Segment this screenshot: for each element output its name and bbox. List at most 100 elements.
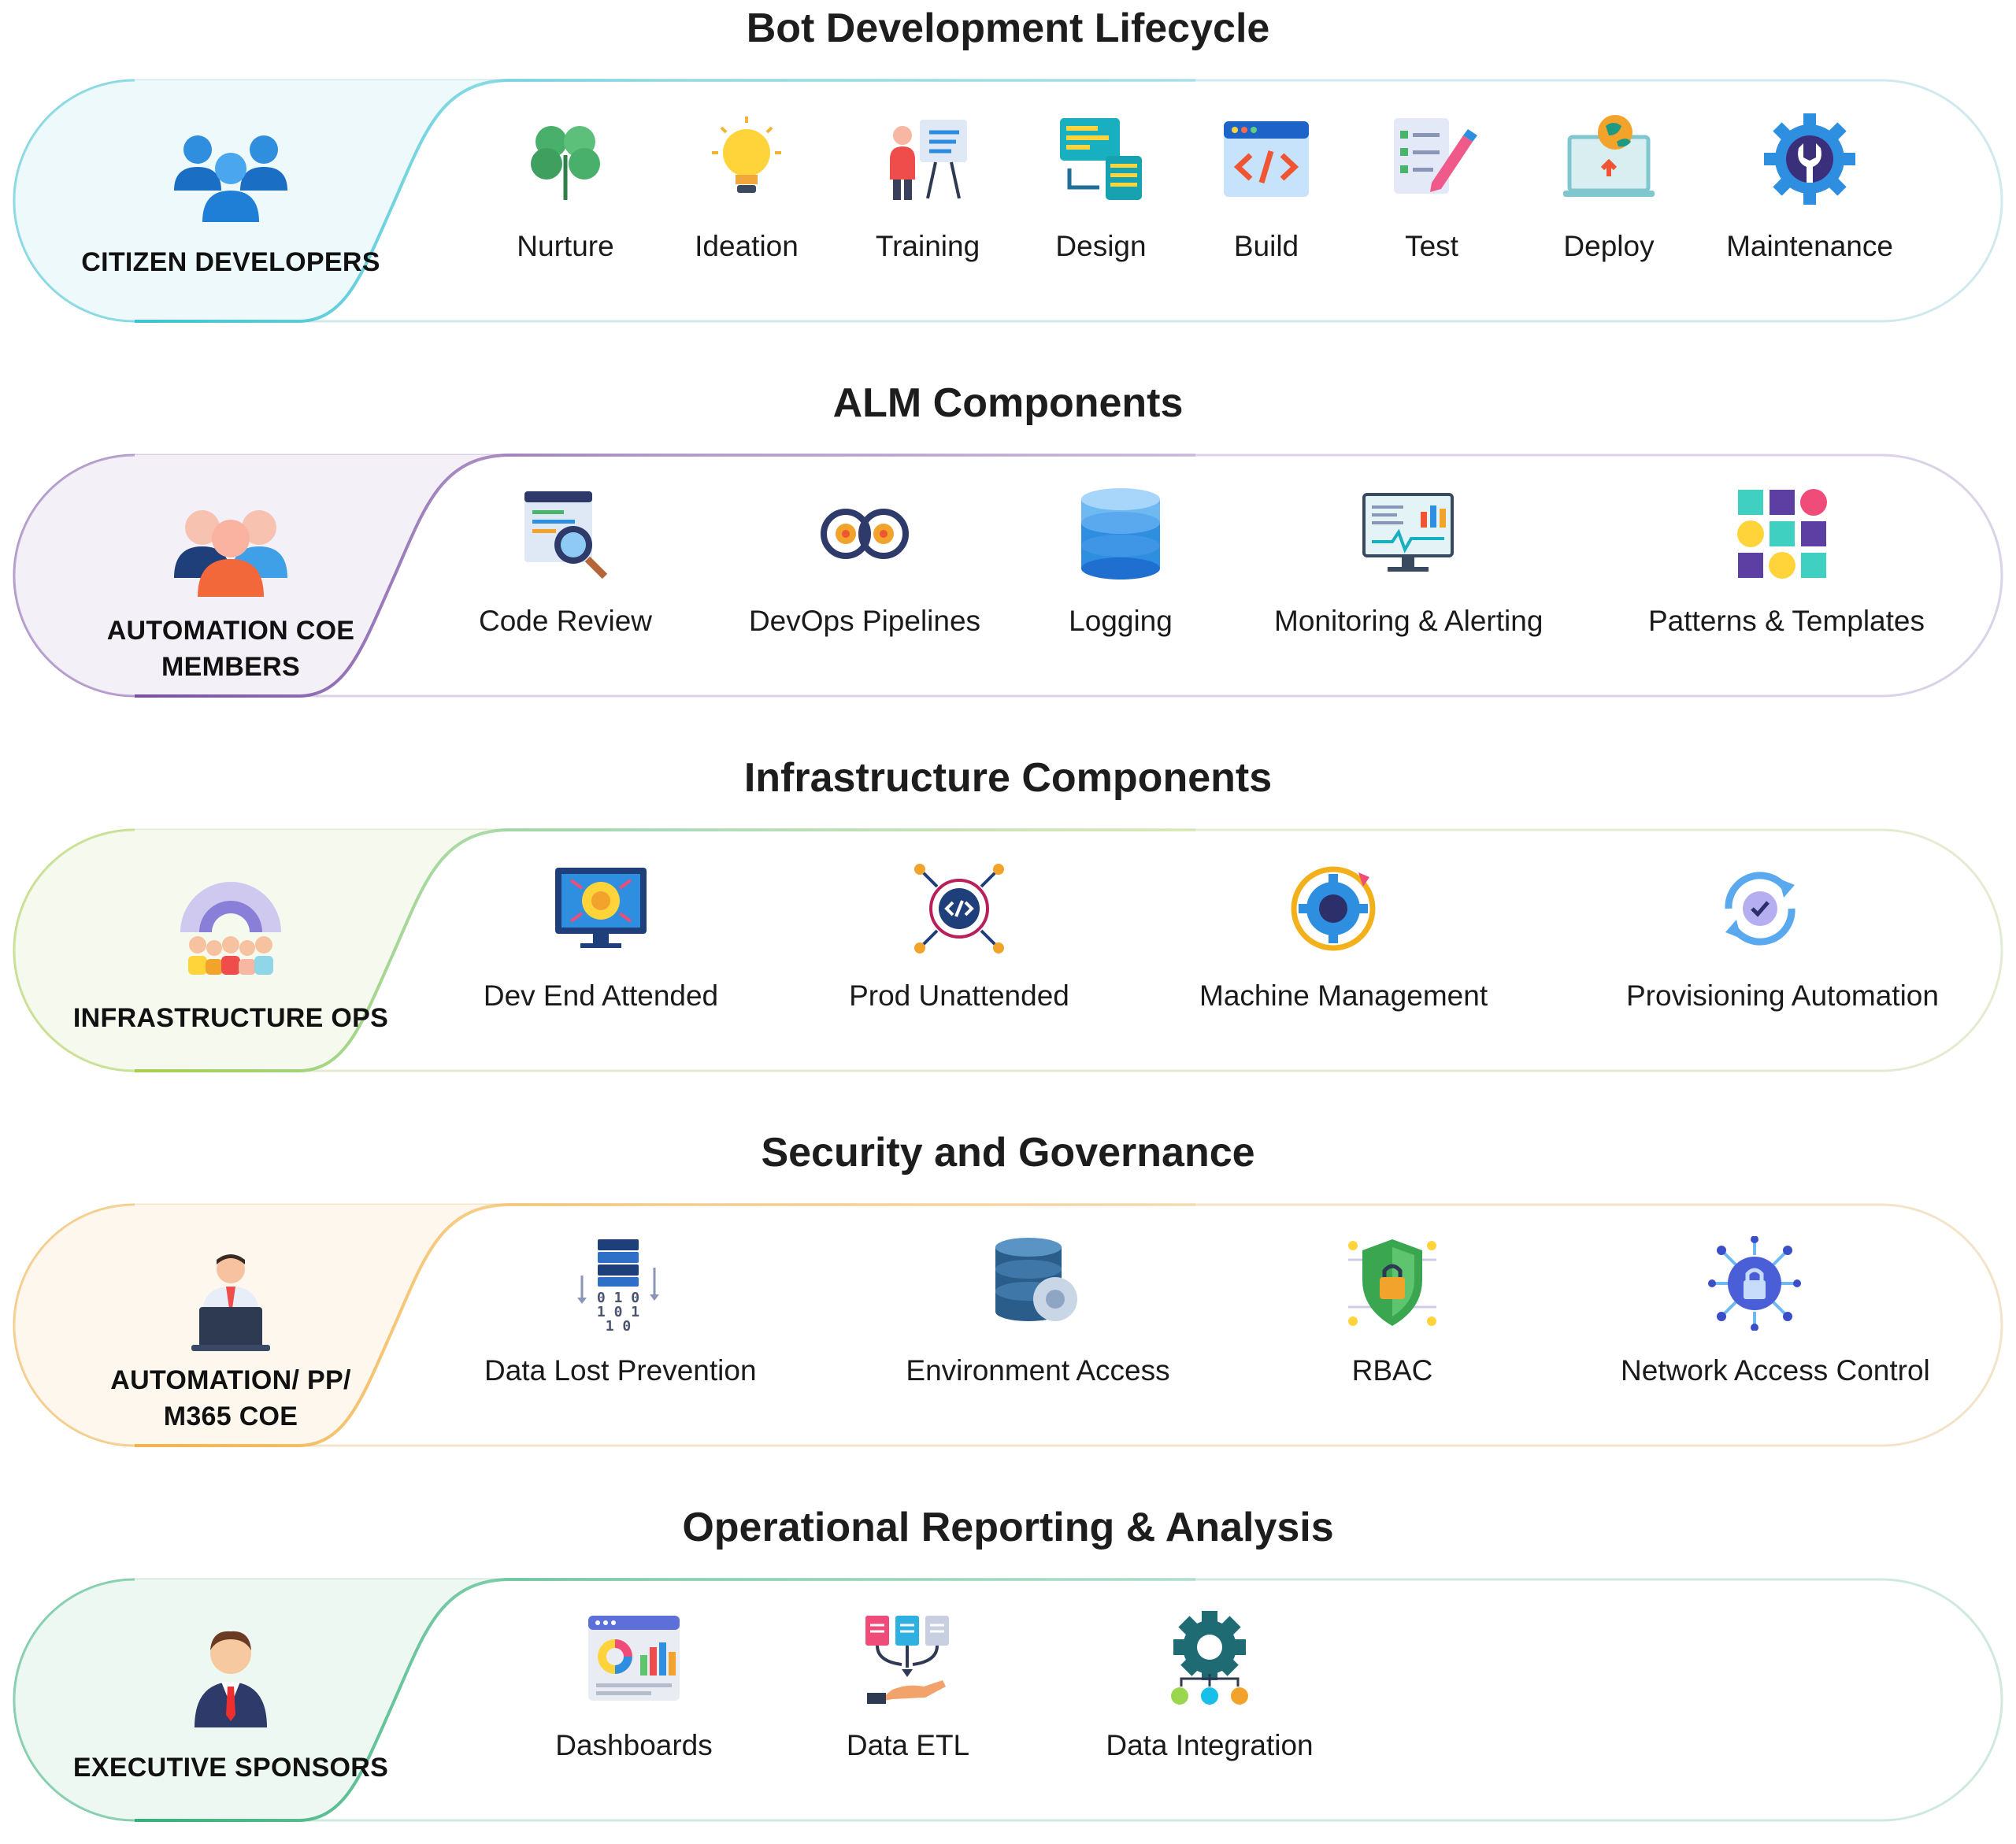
item-data-integration: Data Integration	[1076, 1611, 1343, 1800]
section-title: Operational Reporting & Analysis	[682, 1505, 1334, 1550]
item-label: Monitoring & Alerting	[1274, 605, 1544, 637]
laptop-globe-icon	[1563, 115, 1655, 197]
tile-grid-icon	[1737, 489, 1827, 579]
item-label: Ideation	[695, 230, 799, 262]
role-label: EXECUTIVE SPONSORS	[72, 1753, 389, 1783]
role-label: INFRASTRUCTURE OPS	[72, 1003, 389, 1033]
role-automation-pp-m365-coe: AUTOMATION/ PP/ M365 COE	[30, 1205, 432, 1446]
item-label: Provisioning Automation	[1626, 979, 1939, 1012]
role-infrastructure-ops: INFRASTRUCTURE OPS	[30, 830, 432, 1071]
person-laptop-icon	[191, 1254, 270, 1351]
item-dev-end-attended: Dev End Attended	[467, 861, 735, 1050]
item-label: Code Review	[478, 605, 653, 637]
code-magnifier-icon	[524, 491, 608, 579]
role-label: AUTOMATION COE MEMBERS	[106, 616, 355, 682]
item-label: Maintenance	[1726, 230, 1893, 262]
dashboard-icon	[588, 1616, 680, 1701]
item-test: Test	[1298, 112, 1566, 301]
item-logging: Logging	[987, 487, 1254, 676]
clover-icon	[531, 126, 600, 200]
item-design: Design	[967, 112, 1235, 301]
item-ideation: Ideation	[613, 112, 880, 301]
section-band: INFRASTRUCTURE OPS Dev End Attended Prod	[13, 828, 2003, 1072]
presentation-icon	[890, 120, 967, 200]
item-label: DevOps Pipelines	[748, 605, 981, 637]
role-label: AUTOMATION/ PP/ M365 COE	[110, 1365, 351, 1431]
role-automation-coe-members: AUTOMATION COE MEMBERS	[30, 455, 432, 696]
item-label: Deploy	[1563, 230, 1655, 262]
item-label: Data ETL	[846, 1729, 970, 1761]
item-label: Design	[1055, 230, 1147, 262]
item-deploy: Deploy	[1475, 112, 1743, 301]
item-label: Test	[1405, 230, 1458, 262]
role-citizen-developers: CITIZEN DEVELOPERS	[30, 80, 432, 321]
item-dashboards: Dashboards	[500, 1611, 768, 1800]
section-band: EXECUTIVE SPONSORS Dashboards	[13, 1578, 2003, 1822]
item-data-lost-prevention: 0 1 0 1 0 1 1 0 Data Lost Prevention	[484, 1236, 757, 1425]
section-title: Infrastructure Components	[743, 755, 1273, 801]
monitor-target-icon	[555, 868, 647, 948]
item-machine-management: Machine Management	[1199, 861, 1488, 1050]
role-label: CITIZEN DEVELOPERS	[81, 247, 380, 277]
section-band: AUTOMATION COE MEMBERS Code Review DevOp…	[13, 454, 2003, 698]
item-label: Dev End Attended	[483, 979, 719, 1012]
band-frame	[13, 1578, 2003, 1822]
svg-text:1 0 1: 1 0 1	[597, 1304, 639, 1320]
monitor-chart-icon	[1362, 493, 1454, 572]
item-label: Machine Management	[1199, 979, 1488, 1012]
item-label: Nurture	[517, 230, 614, 262]
team-members-icon	[174, 510, 287, 597]
section-alm-components: ALM Components AUTOMATION COE MEMBERS	[0, 380, 2016, 710]
section-title: Security and Governance	[761, 1130, 1255, 1176]
item-label: Network Access Control	[1621, 1354, 1930, 1387]
svg-text:0 1 0: 0 1 0	[597, 1290, 639, 1306]
item-label: Logging	[1069, 605, 1173, 637]
item-environment-access: Environment Access	[904, 1236, 1172, 1425]
item-label: Patterns & Templates	[1648, 605, 1925, 637]
documents-funnel-icon	[865, 1616, 949, 1704]
band-frame	[13, 79, 2003, 323]
section-title: Bot Development Lifecycle	[746, 6, 1270, 51]
item-label: Prod Unattended	[849, 979, 1069, 1012]
item-build: Build	[1132, 112, 1400, 301]
item-label: Data Lost Prevention	[484, 1354, 757, 1387]
item-devops-pipelines: DevOps Pipelines	[731, 487, 999, 676]
database-icon	[1081, 488, 1160, 579]
item-label: Data Integration	[1106, 1729, 1314, 1761]
executive-person-icon	[195, 1631, 267, 1727]
section-band: AUTOMATION/ PP/ M365 COE 0 1 0 1 0 1 1 0…	[13, 1203, 2003, 1447]
section-infrastructure-components: Infrastructure Components	[0, 754, 2016, 1085]
section-bot-development-lifecycle: Bot Development Lifecycle CITIZEN DEVELO…	[0, 5, 2016, 335]
lightbulb-icon	[712, 117, 781, 193]
item-label: Build	[1233, 230, 1299, 262]
item-monitoring-alerting: Monitoring & Alerting	[1274, 487, 1544, 676]
refresh-gear-icon	[1725, 872, 1796, 946]
role-executive-sponsors: EXECUTIVE SPONSORS	[30, 1579, 432, 1820]
code-network-icon	[914, 864, 1004, 953]
checklist-pencil-icon	[1394, 118, 1477, 194]
database-gear-icon	[995, 1238, 1077, 1321]
item-data-etl: Data ETL	[774, 1611, 1042, 1800]
section-operational-reporting: Operational Reporting & Analysis EXECUTI…	[0, 1504, 2016, 1835]
item-nurture: Nurture	[432, 112, 699, 301]
item-rbac: RBAC	[1258, 1236, 1526, 1425]
gear-wrench-icon	[1764, 113, 1855, 205]
section-security-governance: Security and Governance AUTOMATION/ P	[0, 1129, 2016, 1460]
item-label: Dashboards	[555, 1729, 713, 1761]
infinity-gears-icon	[821, 509, 909, 559]
design-screens-icon	[1060, 118, 1142, 200]
item-network-access-control: Network Access Control	[1621, 1236, 1930, 1425]
gear-nodes-icon	[1171, 1611, 1248, 1705]
item-training: Training	[794, 112, 1062, 301]
item-label: Environment Access	[906, 1354, 1170, 1387]
code-window-icon	[1224, 121, 1309, 197]
section-title: ALM Components	[832, 380, 1184, 426]
item-maintenance: Maintenance	[1676, 112, 1944, 301]
gear-cycle-icon	[1291, 866, 1376, 951]
people-group-icon	[174, 135, 287, 222]
server-binary-icon: 0 1 0 1 0 1 1 0	[577, 1239, 659, 1331]
svg-text:1 0: 1 0	[606, 1318, 632, 1331]
item-label: RBAC	[1351, 1354, 1433, 1387]
ops-team-gear-icon	[180, 882, 281, 975]
section-band: CITIZEN DEVELOPERS Nurture Ideation	[13, 79, 2003, 323]
